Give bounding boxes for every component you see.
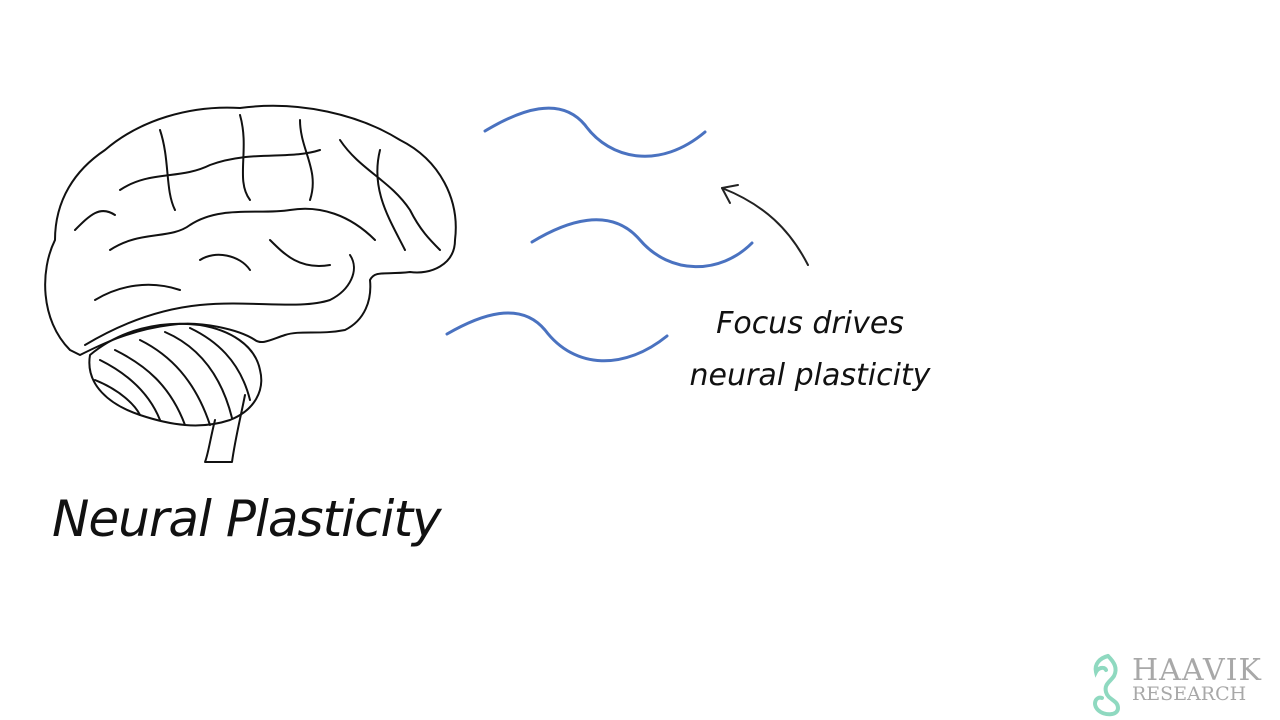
logo-text-line-2: RESEARCH <box>1132 683 1247 705</box>
annotation-line-1: Focus drives <box>716 306 904 341</box>
logo-text-line-1: HAAVIK <box>1132 653 1262 688</box>
wave-3 <box>445 311 669 363</box>
wave-1 <box>483 106 707 158</box>
brain-icon <box>44 104 457 463</box>
annotation-line-2: neural plasticity <box>689 358 931 393</box>
page-title: Neural Plasticity <box>52 490 442 548</box>
arrow-icon <box>721 184 809 266</box>
wave-2 <box>530 218 754 269</box>
haavik-research-logo: HAAVIK RESEARCH <box>1084 650 1274 718</box>
wave-lines <box>445 106 754 363</box>
seahorse-logo-icon <box>1093 654 1121 717</box>
annotation-text: Focus drives neural plasticity <box>670 298 950 402</box>
